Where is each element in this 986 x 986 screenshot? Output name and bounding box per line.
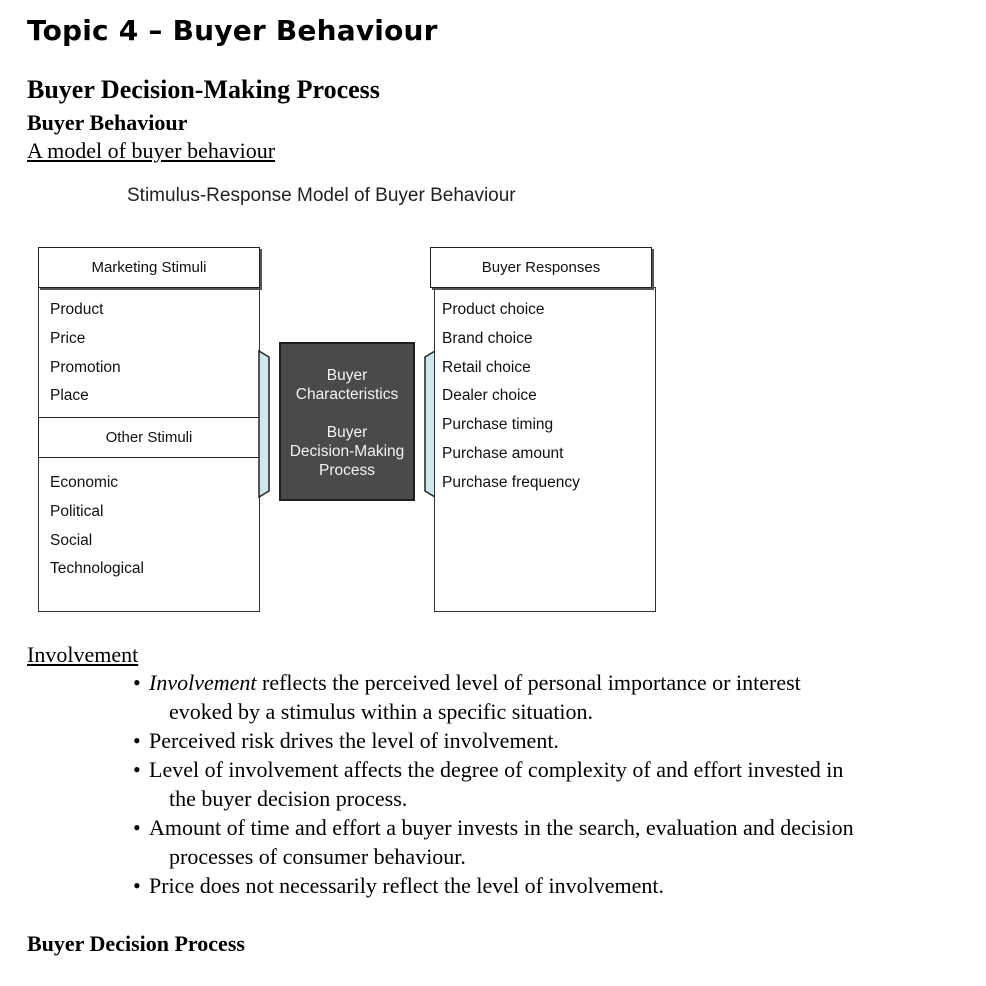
bullet-text: Amount of time and effort a buyer invest… [149, 815, 854, 840]
list-item: Product choice [442, 301, 545, 318]
buyer-responses-list: Product choice Brand choice Retail choic… [442, 296, 580, 498]
list-item: • Amount of time and effort a buyer inve… [133, 813, 926, 871]
bullet-text: reflects the perceived level of personal… [256, 670, 801, 695]
list-item: Product [50, 301, 104, 318]
model-subheading: A model of buyer behaviour [27, 138, 276, 163]
list-item: • Price does not necessarily reflect the… [133, 871, 926, 900]
involvement-bullet-list: • Involvement reflects the perceived lev… [133, 668, 926, 900]
list-item: Purchase amount [442, 444, 564, 462]
marketing-stimuli-list: Product Price Promotion Place [50, 296, 121, 411]
bullet-icon: • [133, 670, 141, 695]
list-item: Brand choice [442, 329, 533, 347]
bullet-text: Perceived risk drives the level of invol… [149, 728, 559, 753]
bullet-icon: • [133, 728, 141, 753]
topic-title: Topic 4 – Buyer Behaviour [27, 14, 438, 47]
list-item: Political [50, 502, 104, 520]
list-item: Dealer choice [442, 387, 537, 405]
other-stimuli-list: Economic Political Social Technological [50, 469, 144, 584]
buyer-black-box: Buyer Characteristics Buyer Decision-Mak… [279, 342, 415, 501]
buyer-decision-process-heading: Buyer Decision Process [27, 931, 245, 956]
list-item: Purchase timing [442, 416, 554, 434]
bullet-text-cont: evoked by a stimulus within a specific s… [169, 699, 594, 724]
list-item: Technological [50, 560, 144, 578]
list-item: Retail choice [442, 358, 531, 376]
diagram-title: Stimulus-Response Model of Buyer Behavio… [127, 185, 516, 206]
bullet-text-cont: processes of consumer behaviour. [169, 844, 466, 869]
bullet-text: Price does not necessarily reflect the l… [149, 873, 664, 898]
list-item: • Involvement reflects the perceived lev… [133, 668, 926, 726]
involvement-heading: Involvement [27, 642, 139, 667]
list-item: Social [50, 531, 93, 549]
left-bracket-icon [258, 349, 270, 499]
list-item: Economic [50, 474, 119, 491]
bullet-icon: • [133, 815, 141, 840]
subsection-title: Buyer Behaviour [27, 110, 188, 135]
bullet-icon: • [133, 757, 141, 782]
buyer-decision-process-label: Buyer Decision-Making Process [289, 424, 405, 479]
list-item: Place [50, 387, 89, 405]
list-item: • Perceived risk drives the level of inv… [133, 726, 926, 755]
section-title: Buyer Decision-Making Process [27, 75, 380, 104]
list-item: • Level of involvement affects the degre… [133, 755, 926, 813]
other-stimuli-header: Other Stimuli [38, 417, 260, 458]
buyer-responses-header: Buyer Responses [430, 247, 652, 288]
bullet-icon: • [133, 873, 141, 898]
list-item: Promotion [50, 358, 121, 376]
bullet-text-cont: the buyer decision process. [169, 786, 408, 811]
marketing-stimuli-header: Marketing Stimuli [38, 247, 260, 288]
buyer-characteristics-label: Buyer Characteristics [295, 367, 399, 403]
responses-panel [434, 287, 656, 612]
bullet-text: Level of involvement affects the degree … [149, 757, 844, 782]
list-item: Price [50, 329, 86, 347]
list-item: Purchase frequency [442, 473, 580, 491]
term: Involvement [149, 670, 257, 695]
